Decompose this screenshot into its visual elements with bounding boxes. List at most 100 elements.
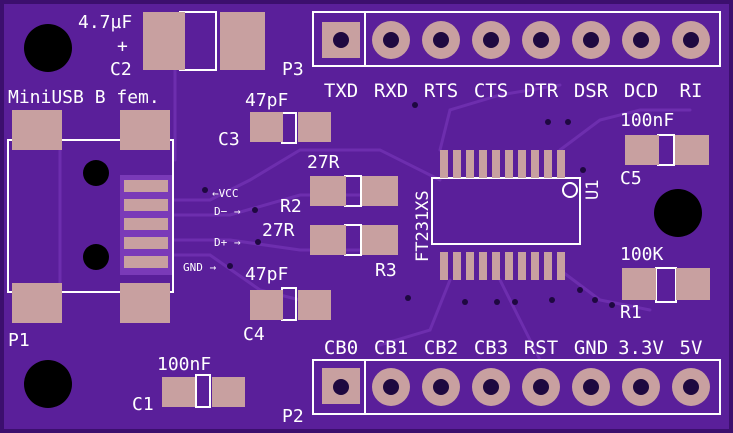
header-p3 bbox=[312, 11, 721, 67]
header-pin-hole bbox=[483, 32, 499, 48]
label-c1-value: 100nF bbox=[157, 354, 211, 375]
ic-pad bbox=[544, 252, 552, 280]
pin-label: CTS bbox=[474, 80, 508, 102]
ic-pad bbox=[492, 150, 500, 178]
ic-pad bbox=[557, 150, 565, 178]
usb-pin-5 bbox=[124, 256, 168, 268]
pin-label: RTS bbox=[424, 80, 458, 102]
resistor-r3 bbox=[310, 224, 398, 256]
header-pin-hole bbox=[433, 32, 449, 48]
mounting-hole-top-left bbox=[24, 24, 72, 72]
label-c3-value: 47pF bbox=[245, 90, 288, 111]
label-r3-value: 27R bbox=[262, 220, 295, 241]
capacitor-c2 bbox=[143, 11, 265, 71]
label-c4-value: 47pF bbox=[245, 264, 288, 285]
resistor-r1 bbox=[622, 267, 710, 303]
pin-label: RXD bbox=[374, 80, 408, 102]
label-p2-ref: P2 bbox=[282, 406, 304, 427]
label-net-dminus: D− → bbox=[214, 205, 241, 218]
header-pin-hole bbox=[583, 379, 599, 395]
ic-pad bbox=[505, 252, 513, 280]
ic-pad bbox=[505, 150, 513, 178]
usb-shield-pad-2 bbox=[120, 110, 170, 150]
header-pin-hole bbox=[683, 32, 699, 48]
ic-pad bbox=[531, 252, 539, 280]
label-r3-ref: R3 bbox=[375, 260, 397, 281]
usb-locating-hole-1 bbox=[83, 160, 109, 186]
capacitor-c1 bbox=[162, 374, 245, 408]
pin-label: CB0 bbox=[324, 337, 358, 359]
usb-pin-2 bbox=[124, 199, 168, 211]
ic-pad bbox=[479, 252, 487, 280]
label-c2-ref: C2 bbox=[110, 59, 132, 80]
ic-pad bbox=[479, 150, 487, 178]
capacitor-c4 bbox=[250, 287, 331, 321]
capacitor-c5 bbox=[625, 134, 709, 166]
pin-label: DCD bbox=[624, 80, 658, 102]
mounting-hole-right bbox=[654, 189, 702, 237]
label-r1-value: 100K bbox=[620, 244, 664, 265]
label-net-dplus: D+ → bbox=[214, 236, 241, 249]
pin-label: CB1 bbox=[374, 337, 408, 359]
pin-label: GND bbox=[574, 337, 608, 359]
label-r2-ref: R2 bbox=[280, 196, 302, 217]
usb-pin-4 bbox=[124, 237, 168, 249]
label-c5-value: 100nF bbox=[620, 110, 674, 131]
ic-pad bbox=[453, 252, 461, 280]
header-pin-hole bbox=[483, 379, 499, 395]
ic-pad bbox=[557, 252, 565, 280]
ic-pad bbox=[453, 150, 461, 178]
silkscreen-text: 4.7µF + C2 P3 MiniUSB B fem. 47pF C3 27R… bbox=[8, 12, 674, 427]
usb-pin-3 bbox=[124, 218, 168, 230]
label-c4-ref: C4 bbox=[243, 324, 265, 345]
ic-pad bbox=[518, 252, 526, 280]
pin-label: CB3 bbox=[474, 337, 508, 359]
vias bbox=[202, 102, 615, 308]
label-net-gnd: GND → bbox=[183, 261, 216, 274]
pin-label: RST bbox=[524, 337, 558, 359]
header-pin-hole bbox=[383, 32, 399, 48]
pin-label: 5V bbox=[680, 337, 703, 359]
header-pin-hole bbox=[533, 32, 549, 48]
label-c1-ref: C1 bbox=[132, 394, 154, 415]
label-usb-title: MiniUSB B fem. bbox=[8, 87, 160, 108]
usb-shield-pad-3 bbox=[12, 283, 62, 323]
ic-pad bbox=[440, 252, 448, 280]
header-pin-hole bbox=[533, 379, 549, 395]
header-pin-hole bbox=[433, 379, 449, 395]
usb-connector-p1 bbox=[7, 110, 174, 323]
header-pin-hole bbox=[383, 379, 399, 395]
usb-pin-1 bbox=[124, 180, 168, 192]
label-r2-value: 27R bbox=[307, 152, 340, 173]
ic-pad bbox=[544, 150, 552, 178]
header-pin-hole bbox=[583, 32, 599, 48]
label-ic-ref: U1 bbox=[583, 180, 603, 200]
label-c5-ref: C5 bbox=[620, 168, 642, 189]
header-p2 bbox=[312, 359, 721, 415]
usb-shield-pad-4 bbox=[120, 283, 170, 323]
ic-pad bbox=[466, 252, 474, 280]
pin-label: CB2 bbox=[424, 337, 458, 359]
header-pin-hole bbox=[633, 32, 649, 48]
label-c2-plus: + bbox=[117, 36, 128, 57]
ic-pad bbox=[531, 150, 539, 178]
label-ic-name: FT231XS bbox=[413, 190, 433, 262]
mounting-hole-bottom-left bbox=[24, 360, 72, 408]
ic-u1 bbox=[431, 150, 581, 280]
pin-label: DTR bbox=[524, 80, 559, 102]
pin-label: TXD bbox=[324, 80, 358, 102]
ic-pad bbox=[492, 252, 500, 280]
usb-shield-pad-1 bbox=[12, 110, 62, 150]
label-r1-ref: R1 bbox=[620, 302, 642, 323]
ic-pad bbox=[440, 150, 448, 178]
label-c3-ref: C3 bbox=[218, 129, 240, 150]
header-pin-hole bbox=[633, 379, 649, 395]
capacitor-c3 bbox=[250, 112, 331, 144]
ic-pad bbox=[518, 150, 526, 178]
ic-pad bbox=[466, 150, 474, 178]
